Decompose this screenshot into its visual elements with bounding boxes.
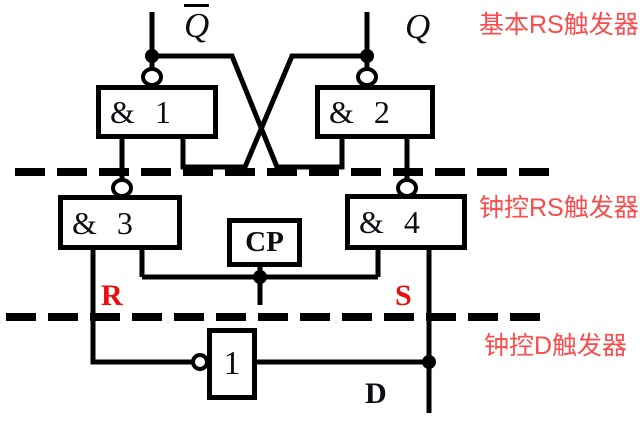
- q-bar-text: Q: [184, 4, 210, 45]
- terminal-label-q: Q: [405, 9, 430, 44]
- gate-and3-label: & 3: [63, 207, 133, 239]
- clock-cp-label: CP: [245, 226, 284, 258]
- gate-and2-box: & 2: [315, 85, 435, 139]
- gate-and4-symbol: &: [359, 204, 384, 240]
- wire-q-feedback-to-gate1: [180, 53, 367, 170]
- inversion-bubble-gate1: [141, 67, 163, 87]
- gate-and4-box: & 4: [345, 194, 467, 250]
- clock-cp-box: CP: [227, 218, 302, 267]
- junction-dot-qbar: [145, 49, 159, 63]
- gate-and2-label: & 2: [320, 96, 390, 128]
- gate-and3-number: 3: [116, 204, 133, 241]
- q-text: Q: [405, 7, 431, 46]
- section-label-clocked-rs: 钟控RS触发器: [479, 194, 639, 222]
- inversion-bubble-gate3: [111, 178, 133, 198]
- wire-r-input: [90, 250, 192, 365]
- gate-and4-label: & 4: [350, 206, 420, 238]
- terminal-label-d: D: [365, 377, 387, 410]
- terminal-label-s: S: [395, 279, 412, 312]
- section-label-basic-rs: 基本RS触发器: [479, 11, 639, 39]
- gate-and3-symbol: &: [72, 204, 97, 241]
- inversion-bubble-inverter: [191, 353, 209, 371]
- wire-qbar-feedback-to-gate2: [152, 53, 345, 170]
- gate-and1-symbol: &: [110, 94, 135, 130]
- terminal-label-r: R: [101, 279, 123, 312]
- gate-and1-number: 1: [154, 94, 171, 130]
- gate-and1-label: & 1: [101, 96, 171, 128]
- junction-dot-cp: [253, 270, 267, 284]
- section-label-clocked-d: 钟控D触发器: [484, 332, 628, 360]
- gate-inverter-label: 1: [223, 345, 241, 382]
- junction-dot-q: [360, 49, 374, 63]
- gate-and1-box: & 1: [96, 85, 218, 139]
- inversion-bubble-gate2: [356, 67, 378, 87]
- gate-inverter-box: 1: [207, 328, 257, 400]
- terminal-label-q-bar: Q: [184, 4, 210, 45]
- gate-and2-symbol: &: [329, 94, 354, 130]
- gate-and2-number: 2: [373, 94, 390, 130]
- junction-dot-d: [422, 355, 436, 369]
- gate-and3-box: & 3: [58, 195, 182, 250]
- gate-and4-number: 4: [403, 204, 420, 240]
